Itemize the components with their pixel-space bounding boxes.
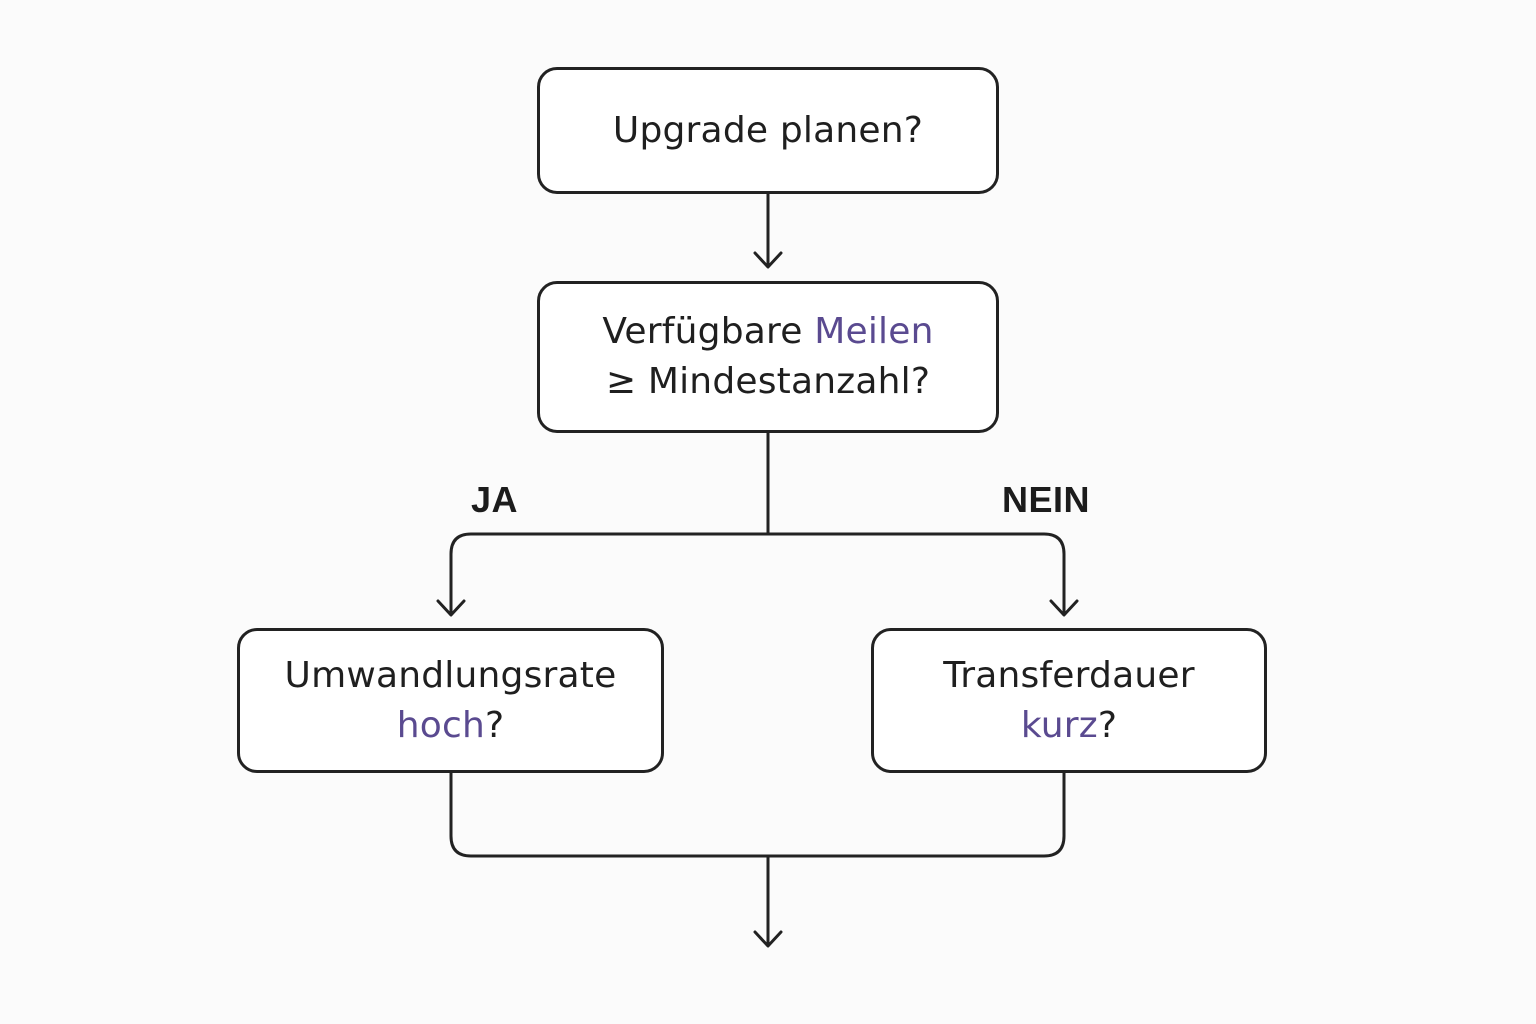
node-upgrade-planen-text: Upgrade planen?: [612, 109, 924, 151]
branch-label-yes: JA: [471, 479, 519, 520]
node-umwandlungsrate: Umwandlungsrate hoch?: [237, 628, 664, 773]
miles-line1-prefix: Verfügbare: [602, 311, 815, 352]
node-upgrade-planen: Upgrade planen?: [537, 67, 999, 194]
arrowhead-transfer: [1049, 599, 1079, 617]
branch-label-no: NEIN: [1002, 479, 1091, 520]
node-transferdauer-line2: kurz?: [1021, 701, 1117, 751]
connector-split-horizontal: [449, 532, 1066, 616]
node-verfuegbare-meilen-line1: Verfügbare Meilen: [602, 307, 933, 357]
node-transferdauer: Transferdauer kurz?: [871, 628, 1267, 773]
node-umwandlungsrate-line1: Umwandlungsrate: [284, 654, 617, 696]
node-verfuegbare-meilen: Verfügbare Meilen ≥ Mindestanzahl?: [537, 281, 999, 433]
arrowhead-rate: [436, 599, 466, 617]
node-transferdauer-line1: Transferdauer: [943, 654, 1195, 696]
miles-line1-accent: Meilen: [814, 311, 934, 352]
connector-merge: [449, 771, 1066, 858]
transfer-line2-suffix: ?: [1097, 704, 1118, 746]
arrowhead-miles: [753, 251, 783, 269]
node-umwandlungsrate-line2: hoch?: [397, 701, 505, 751]
rate-line2-suffix: ?: [484, 704, 505, 746]
rate-line2-accent: hoch: [396, 704, 485, 746]
node-verfuegbare-meilen-line2: ≥ Mindestanzahl?: [605, 361, 931, 402]
transfer-line2-accent: kurz: [1020, 704, 1098, 746]
arrowhead-end: [753, 930, 783, 948]
